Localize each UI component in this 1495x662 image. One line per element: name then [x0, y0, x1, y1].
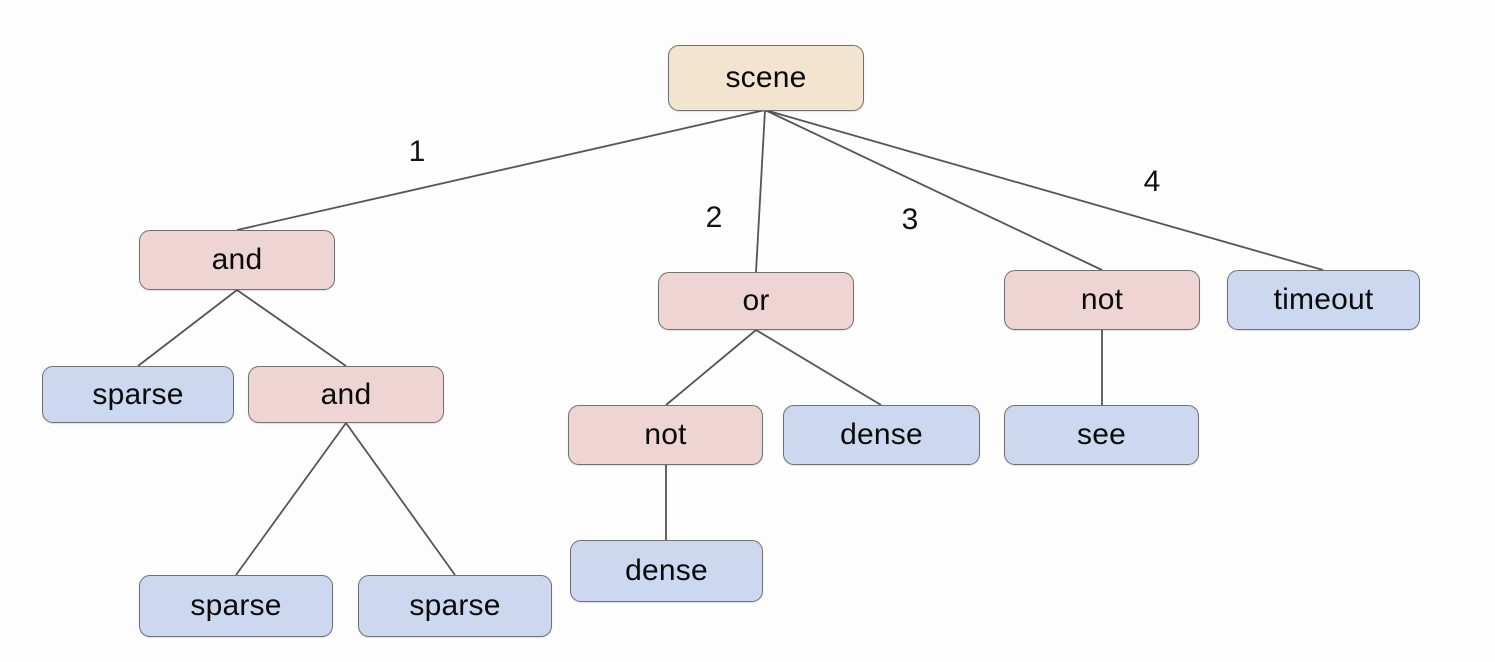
- tree-edge: [665, 329, 757, 406]
- tree-node-or1[interactable]: or: [658, 272, 854, 330]
- tree-node-see[interactable]: see: [1004, 405, 1199, 465]
- tree-node-and1[interactable]: and: [139, 230, 335, 290]
- edge-label-1: 1: [408, 135, 426, 168]
- tree-edge: [764, 109, 1324, 271]
- tree-node-dense_m[interactable]: dense: [783, 405, 980, 465]
- tree-edge: [236, 109, 766, 231]
- tree-node-and2[interactable]: and: [248, 366, 444, 423]
- tree-node-timeout[interactable]: timeout: [1227, 270, 1420, 330]
- tree-node-label: and: [320, 377, 372, 411]
- tree-node-label: or: [742, 284, 770, 317]
- tree-node-sparse2[interactable]: sparse: [139, 575, 333, 637]
- tree-edge: [345, 422, 456, 576]
- tree-node-dense_b[interactable]: dense: [570, 540, 763, 602]
- tree-node-label: scene: [725, 61, 807, 94]
- edge-label-2: 2: [705, 201, 723, 234]
- tree-node-label: and: [211, 243, 263, 276]
- tree-node-label: see: [1077, 418, 1126, 451]
- tree-node-not_r[interactable]: not: [1004, 270, 1200, 330]
- tree-node-label: sparse: [409, 589, 501, 622]
- tree-node-sparse3[interactable]: sparse: [358, 575, 552, 637]
- tree-edge: [755, 329, 882, 406]
- tree-edge: [764, 109, 1103, 271]
- tree-node-label: dense: [625, 554, 708, 587]
- tree-edge: [755, 109, 766, 273]
- tree-node-sparse1[interactable]: sparse: [42, 366, 234, 423]
- tree-node-label: dense: [840, 418, 923, 451]
- tree-node-label: sparse: [92, 377, 184, 411]
- tree-node-label: timeout: [1273, 283, 1374, 316]
- edge-label-4: 4: [1143, 165, 1161, 198]
- tree-node-label: not: [644, 418, 687, 451]
- tree-node-label: sparse: [190, 589, 282, 622]
- tree-node-not_m[interactable]: not: [568, 405, 763, 465]
- tree-node-label: not: [1080, 283, 1124, 316]
- tree-edge: [236, 289, 347, 367]
- edge-label-3: 3: [901, 203, 919, 236]
- tree-node-scene[interactable]: scene: [668, 45, 864, 111]
- tree-edge: [235, 422, 347, 576]
- tree-edge: [137, 289, 238, 367]
